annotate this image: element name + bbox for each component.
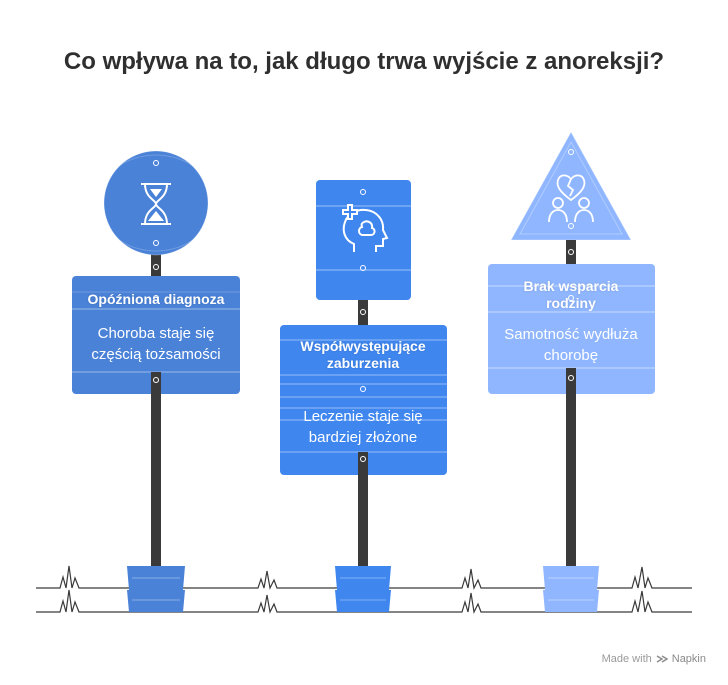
- sign-base: [543, 566, 599, 590]
- sign-base: [127, 566, 185, 590]
- sign-desc-lack-of-family-support: Samotność wydłuża chorobę: [504, 326, 638, 364]
- watermark-brand: Napkin: [671, 653, 706, 665]
- sign-title-lack-of-family-support: Brak wsparcia rodziny: [523, 278, 619, 311]
- made-with-napkin-watermark: Made with Napkin: [602, 653, 706, 665]
- sign-comorbid-disorders: [280, 180, 447, 612]
- head-medical-cross-icon: [342, 204, 389, 252]
- page-title: Co wpływa na to, jak długo trwa wyjście …: [63, 48, 665, 75]
- sign-title-delayed-diagnosis: Opóźniona diagnoza: [87, 291, 225, 307]
- sign-pole: [566, 240, 576, 570]
- family-broken-heart-icon: [548, 174, 594, 223]
- napkin-logo-icon: [656, 655, 668, 663]
- hourglass-icon: [141, 183, 171, 225]
- sign-desc-delayed-diagnosis: Choroba staje się częścią tożsamości: [91, 325, 221, 363]
- sign-delayed-diagnosis: [72, 150, 240, 612]
- sign-desc-comorbid-disorders: Leczenie staje się bardziej złożone: [303, 408, 423, 446]
- sign-board: [72, 276, 240, 394]
- sign-pole: [151, 240, 161, 570]
- sign-title-comorbid-disorders: Współwystępujące zaburzenia: [300, 338, 426, 371]
- watermark-prefix: Made with: [601, 653, 652, 665]
- sign-base: [335, 566, 391, 590]
- sign-board: [488, 264, 655, 394]
- sign-head: [316, 180, 411, 300]
- sign-board: [280, 325, 447, 475]
- sign-lack-of-family-support: [488, 131, 655, 612]
